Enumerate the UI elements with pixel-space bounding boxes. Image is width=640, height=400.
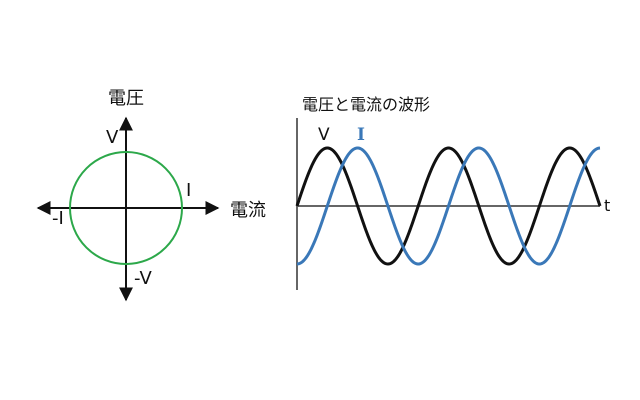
vi-circle bbox=[69, 151, 183, 265]
positive-v-label: V bbox=[106, 127, 119, 148]
current-wave bbox=[296, 146, 601, 266]
voltage-wave-label: V bbox=[318, 125, 330, 145]
current-axis-label: 電流 bbox=[230, 200, 266, 221]
voltage-axis-label: 電圧 bbox=[108, 88, 144, 109]
current-wave-label: I bbox=[357, 125, 365, 145]
voltage-wave bbox=[295, 146, 602, 266]
voltage-current-circle-diagram: 電圧 電流 V -V I -I bbox=[36, 88, 266, 302]
positive-i-label: I bbox=[186, 180, 191, 201]
negative-v-label: -V bbox=[134, 268, 152, 289]
negative-i-label: -I bbox=[52, 208, 64, 229]
waveform-chart: 電圧と電流の波形 V I t bbox=[295, 95, 610, 290]
waveform-title: 電圧と電流の波形 bbox=[302, 95, 430, 114]
time-axis-label: t bbox=[604, 196, 610, 215]
